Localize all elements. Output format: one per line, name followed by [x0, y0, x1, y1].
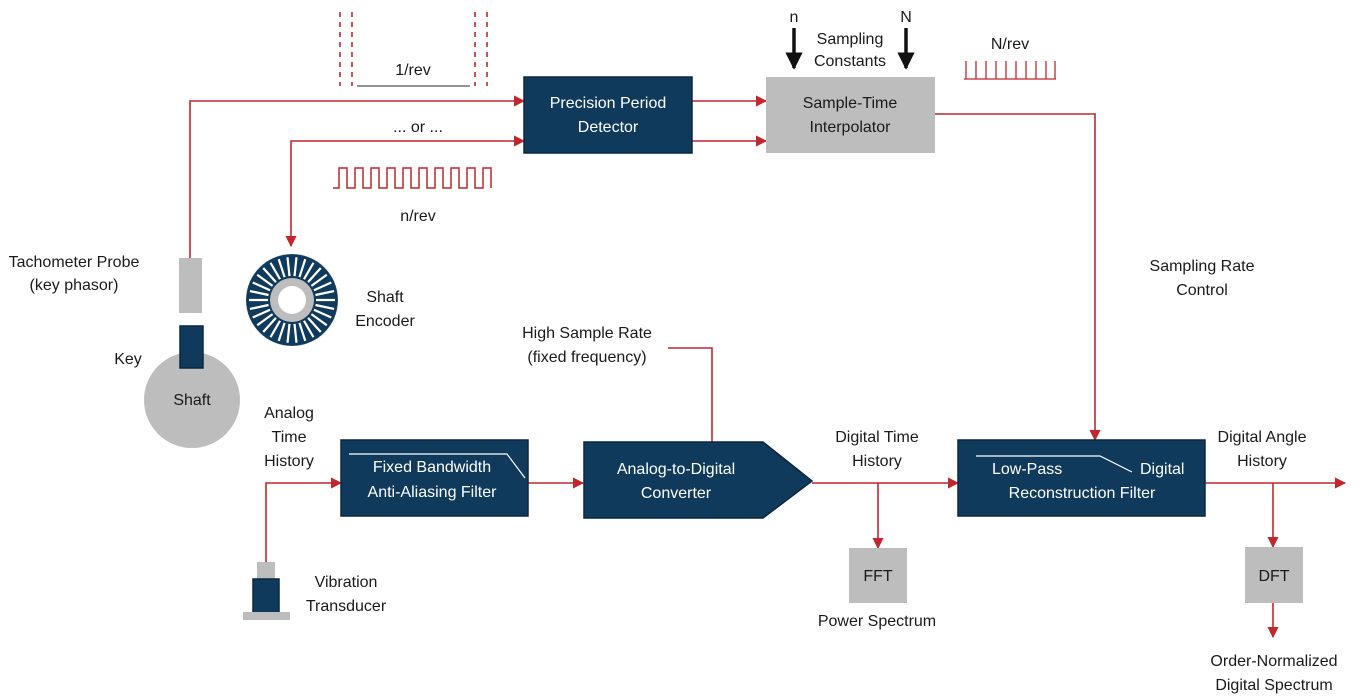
encoder-slot — [262, 317, 277, 333]
vibration-label-1: Vibration — [315, 574, 378, 591]
digital-angle-label-2: History — [1237, 453, 1287, 470]
digital-time-label-2: History — [852, 453, 902, 470]
encoder-slot — [256, 273, 274, 287]
encoder-slot — [269, 320, 281, 338]
encoder-slot — [256, 313, 274, 327]
encoder-slot — [293, 323, 298, 343]
digital-time-label-1: Digital Time — [835, 429, 919, 446]
lpf-label-2: Reconstruction Filter — [1009, 485, 1156, 502]
big-n-label: N — [900, 9, 912, 26]
filter-label-2: Anti-Aliasing Filter — [368, 484, 498, 501]
n-per-rev-label: n/rev — [400, 208, 436, 225]
filter-label-1: Fixed Bandwidth — [373, 459, 491, 476]
encoder-slot — [269, 262, 281, 280]
fft-block: FFT — [849, 548, 907, 603]
encoder-slot — [252, 281, 271, 292]
tachometer-probe — [179, 258, 202, 313]
encoder-slot — [310, 313, 328, 327]
interpolator-label-2: Interpolator — [810, 119, 892, 136]
or-label: ... or ... — [393, 119, 443, 136]
lpf-label-1b: Digital — [1140, 461, 1184, 478]
precision-period-detector-block: Precision Period Detector — [523, 76, 693, 154]
filter-response-icon — [349, 453, 526, 479]
detector-label-2: Detector — [578, 119, 639, 136]
encoder-slot — [277, 258, 286, 278]
constants-label: Constants — [814, 53, 886, 70]
encoder-slot — [286, 257, 291, 277]
lowpass-response-icon — [976, 455, 1133, 473]
analog-label-2: Time — [272, 429, 307, 446]
analog-label-1: Analog — [264, 405, 314, 422]
tachometer-label-2: (key phasor) — [30, 277, 119, 294]
encoder-slot — [298, 322, 307, 342]
detector-label-1: Precision Period — [550, 95, 667, 112]
one-per-rev-label: 1/rev — [395, 62, 431, 79]
encoder-slot — [277, 322, 286, 342]
fft-label: FFT — [863, 568, 893, 585]
n-label: n — [790, 9, 799, 26]
high-rate-line — [668, 347, 713, 443]
detector-to-encoder-line — [285, 135, 526, 248]
order-spectrum-label-2: Digital Spectrum — [1215, 677, 1332, 694]
adc-label-2: Converter — [641, 485, 712, 502]
analog-label-3: History — [264, 453, 314, 470]
high-rate-label-1: High Sample Rate — [522, 325, 652, 342]
sampling-rate-label-1: Sampling Rate — [1150, 258, 1255, 275]
encoder-slot — [252, 308, 271, 319]
signal-lines — [189, 95, 1347, 639]
sampling-rate-control-line — [935, 113, 1101, 442]
anti-aliasing-filter-block: Fixed Bandwidth Anti-Aliasing Filter — [340, 439, 529, 517]
encoder-slot — [310, 273, 328, 287]
encoder-slot — [303, 262, 315, 280]
shaft-label: Shaft — [173, 392, 211, 409]
encoder-slot — [293, 257, 298, 277]
encoder-slot — [298, 258, 307, 278]
interpolator-label-1: Sample-Time — [803, 95, 898, 112]
dft-block: DFT — [1245, 547, 1303, 603]
n-per-rev-square-wave — [333, 167, 492, 189]
high-rate-label-2: (fixed frequency) — [527, 349, 646, 366]
digital-angle-label-1: Digital Angle — [1218, 429, 1307, 446]
shaft-encoder — [245, 253, 339, 347]
encoder-slot — [303, 320, 315, 338]
key — [179, 325, 204, 369]
vibration-label-2: Transducer — [306, 598, 387, 615]
encoder-slot — [313, 308, 332, 319]
reconstruction-filter-block: Low-Pass Digital Reconstruction Filter — [957, 439, 1206, 517]
encoder-slot — [286, 323, 291, 343]
tach-to-detector-line — [189, 95, 526, 258]
encoder-label-2: Encoder — [355, 313, 415, 330]
once-per-rev-pulses — [339, 12, 488, 87]
encoder-label-1: Shaft — [366, 289, 404, 306]
encoder-slot — [307, 267, 322, 283]
big-n-per-rev-comb — [964, 61, 1056, 80]
shaft — [144, 352, 240, 448]
tachometer-label-1: Tachometer Probe — [9, 254, 140, 271]
power-spectrum-label: Power Spectrum — [818, 613, 936, 630]
vibration-transducer — [243, 562, 290, 620]
sample-time-interpolator-block: Sample-Time Interpolator — [766, 77, 935, 153]
encoder-slot — [262, 267, 277, 283]
sampling-label: Sampling — [817, 31, 884, 48]
sampling-rate-label-2: Control — [1176, 282, 1228, 299]
encoder-slot — [315, 289, 335, 297]
adc-label-1: Analog-to-Digital — [617, 461, 735, 478]
lpf-label-1a: Low-Pass — [992, 461, 1062, 478]
encoder-slot — [249, 289, 269, 297]
dft-label: DFT — [1258, 568, 1289, 585]
encoder-slot — [307, 317, 322, 333]
big-n-per-rev-label: N/rev — [991, 36, 1029, 53]
key-label: Key — [114, 351, 142, 368]
encoder-slot — [249, 303, 269, 311]
adc-block: Analog-to-Digital Converter — [583, 441, 814, 519]
encoder-slot — [313, 281, 332, 292]
order-spectrum-label-1: Order-Normalized — [1210, 653, 1337, 670]
transducer-to-filter-line — [265, 477, 343, 562]
encoder-slot — [315, 303, 335, 311]
